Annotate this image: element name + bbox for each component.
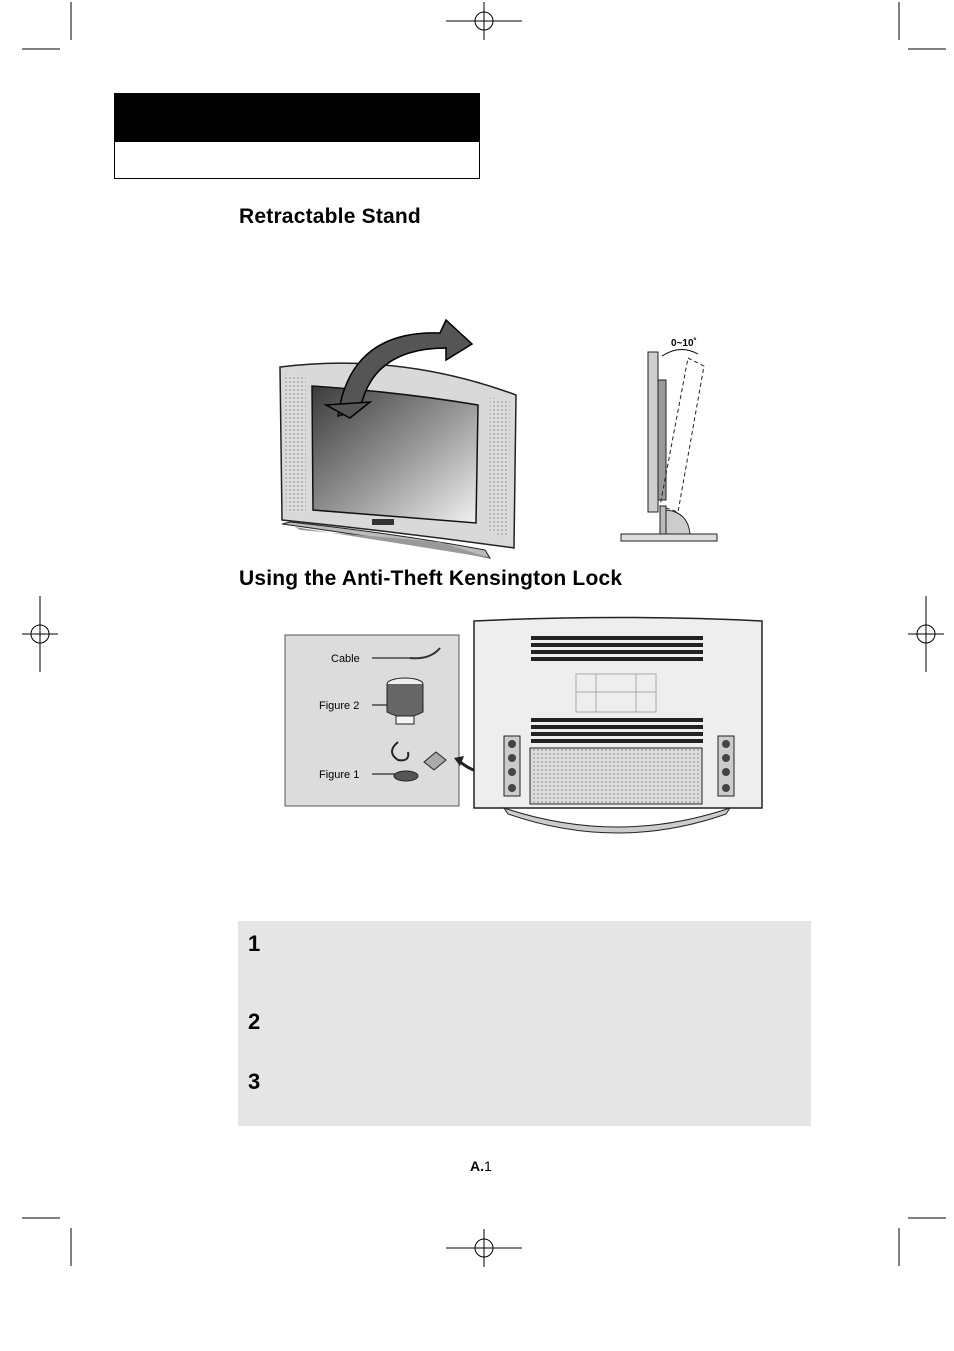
chapter-header-bar	[114, 93, 480, 142]
figure2-label: Figure 2	[319, 700, 359, 712]
kensington-lock-title: Using the Anti-Theft Kensington Lock	[239, 567, 623, 590]
step-1-number: 1	[248, 931, 261, 956]
page-prefix: A.	[470, 1158, 484, 1174]
figure1-label: Figure 1	[319, 769, 359, 781]
step-3-number: 3	[248, 1069, 261, 1094]
tilt-angle-label: 0~10˚	[671, 337, 697, 349]
cable-label: Cable	[331, 653, 360, 665]
retractable-stand-title: Retractable Stand	[239, 205, 421, 228]
page-number-value: 1	[484, 1158, 492, 1174]
page-number: A.1	[470, 1158, 492, 1174]
steps-panel: 1 2 3	[238, 921, 811, 1126]
chapter-subheader-box	[114, 142, 480, 179]
step-2-number: 2	[248, 1009, 261, 1034]
